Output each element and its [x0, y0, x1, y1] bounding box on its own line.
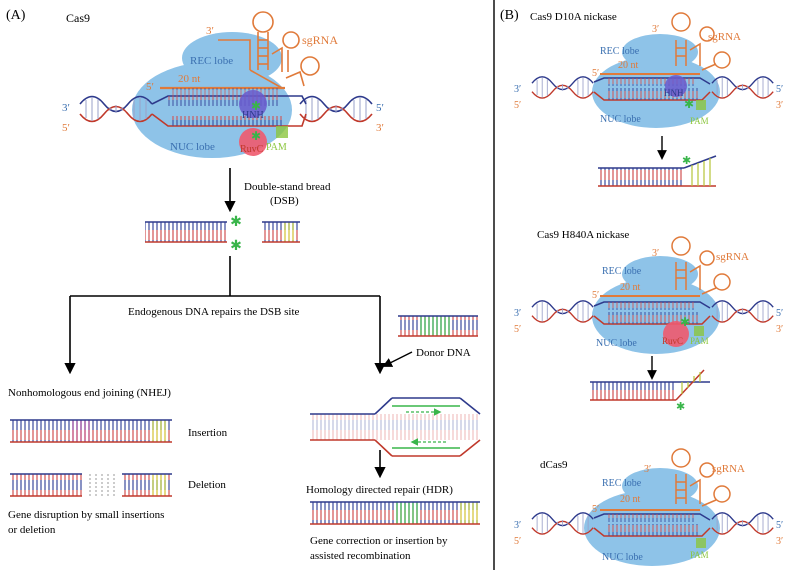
end3-label-left: 3′ — [62, 102, 70, 114]
d10a-hnh: HNH — [664, 88, 684, 98]
cas9-d10a-complex: ✱ 3′ sgRNA REC lobe 20 nt 5′ 3′ 5′ 5′ 3′… — [514, 12, 783, 128]
dcas9-complex: 3′ sgRNA REC lobe 20 nt 5′ 3′ 5′ 5′ 3′ P… — [514, 448, 783, 566]
hdr-title: Homology directed repair (HDR) — [306, 484, 453, 496]
dcas9-end3-right: 3′ — [776, 536, 783, 547]
h840a-nuc-lobe: NUC lobe — [596, 338, 637, 349]
panel-a-title: Cas9 — [66, 11, 90, 25]
dsb-line1: Double-stand bread — [244, 181, 331, 193]
rec-lobe-label: REC lobe — [190, 55, 233, 67]
d10a-end3-right: 3′ — [776, 100, 783, 111]
nt20-label: 20 nt — [178, 73, 200, 85]
hnh-label: HNH — [242, 110, 264, 121]
ruvc-domain — [239, 128, 267, 156]
rec-lobe-blob — [182, 32, 282, 84]
nhej-outcome-line1: Gene disruption by small insertions — [8, 509, 164, 521]
hdr-recombination-dna — [310, 397, 481, 457]
h840a-nt20: 20 nt — [620, 282, 641, 293]
h840a-end3-right: 3′ — [776, 324, 783, 335]
cut-dna-fragments: ✱ ✱ — [145, 214, 300, 254]
dcas9-pam: PAM — [690, 550, 709, 560]
d10a-nt20: 20 nt — [618, 60, 639, 71]
end3-label-sgrna: 3′ — [206, 25, 214, 37]
svg-text:✱: ✱ — [251, 129, 261, 143]
svg-text:✱: ✱ — [230, 238, 242, 254]
repair-text: Endogenous DNA repairs the DSB site — [128, 306, 300, 318]
cas9-complex-a: ✱ ✱ 3′ sgRNA REC lobe 20 nt 5′ 3′ 5′ 5′ … — [62, 11, 384, 158]
panel-a-label: (A) — [6, 8, 26, 23]
h840a-title: Cas9 H840A nickase — [537, 229, 629, 241]
dna-helix-right — [299, 95, 373, 123]
d10a-end3-left: 3′ — [514, 84, 521, 95]
h840a-sgrna-label: sgRNA — [716, 251, 749, 263]
nuc-lobe-label: NUC lobe — [170, 141, 215, 153]
h840a-nicked-dna: ✱ — [590, 369, 710, 413]
sgrna-label: sgRNA — [302, 33, 338, 47]
h840a-end5-sgrna: 5′ — [592, 290, 599, 301]
cas9-h840a-complex: ✱ 3′ sgRNA REC lobe 20 nt 5′ 3′ 5′ 5′ 3′… — [514, 236, 783, 354]
svg-text:✱: ✱ — [684, 97, 694, 111]
donor-label: Donor DNA — [416, 347, 471, 359]
hnh-domain — [239, 90, 267, 118]
d10a-nicked-dna: ✱ — [598, 154, 717, 187]
dcas9-end3-sgrna: 3′ — [644, 464, 651, 475]
d10a-rec-lobe: REC lobe — [600, 46, 640, 57]
h840a-rec-lobe: REC lobe — [602, 266, 642, 277]
dsb-line2: (DSB) — [270, 195, 299, 207]
insertion-dna — [10, 419, 172, 443]
nhej-outcome-line2: or deletion — [8, 524, 56, 536]
hdr-result-dna — [310, 501, 480, 525]
d10a-pam: PAM — [690, 116, 709, 126]
svg-text:✱: ✱ — [251, 99, 261, 113]
dcas9-nt20: 20 nt — [620, 494, 641, 505]
d10a-nuc-lobe: NUC lobe — [600, 114, 641, 125]
repair-branch-lines — [64, 256, 386, 375]
hdr-outcome-line2: assisted recombination — [310, 550, 411, 562]
end5-label-left: 5′ — [62, 122, 70, 134]
h840a-ruvc: RuvC — [662, 336, 683, 346]
dcas9-sgrna-label: sgRNA — [712, 463, 745, 475]
donor-dna — [398, 315, 478, 337]
h840a-end5-left: 5′ — [514, 324, 521, 335]
h840a-pam: PAM — [690, 336, 709, 346]
panel-b-label: (B) — [500, 8, 519, 23]
h840a-end3-sgrna: 3′ — [652, 248, 659, 259]
dcas9-title: dCas9 — [540, 459, 568, 471]
ruvc-label: RuvC — [240, 144, 264, 155]
hdr-outcome-line1: Gene correction or insertion by — [310, 535, 448, 547]
dcas9-end3-left: 3′ — [514, 520, 521, 531]
dcas9-rec-lobe: REC lobe — [602, 478, 642, 489]
svg-text:✱: ✱ — [676, 400, 685, 413]
deletion-label: Deletion — [188, 479, 226, 491]
svg-text:✱: ✱ — [682, 154, 691, 167]
end3-label-right: 3′ — [376, 122, 384, 134]
h840a-end5-right: 5′ — [776, 308, 783, 319]
d10a-end5-sgrna: 5′ — [592, 68, 599, 79]
svg-text:✱: ✱ — [230, 214, 242, 230]
dcas9-end5-right: 5′ — [776, 520, 783, 531]
dcas9-nuc-lobe: NUC lobe — [602, 552, 643, 563]
d10a-end5-right: 5′ — [776, 84, 783, 95]
nhej-title: Nonhomologous end joining (NHEJ) — [8, 387, 171, 399]
dcas9-end5-sgrna: 5′ — [592, 504, 599, 515]
svg-text:✱: ✱ — [680, 315, 690, 329]
d10a-sgrna-label: sgRNA — [708, 31, 741, 43]
end5-label-right: 5′ — [376, 102, 384, 114]
d10a-end5-left: 5′ — [514, 100, 521, 111]
end5-label-sgrna: 5′ — [146, 81, 154, 93]
donor-arrow — [382, 351, 413, 367]
d10a-end3-sgrna: 3′ — [652, 24, 659, 35]
d10a-title: Cas9 D10A nickase — [530, 11, 617, 23]
dcas9-end5-left: 5′ — [514, 536, 521, 547]
insertion-label: Insertion — [188, 427, 228, 439]
h840a-end3-left: 3′ — [514, 308, 521, 319]
deletion-dna — [10, 473, 172, 497]
pam-label: PAM — [266, 142, 287, 153]
